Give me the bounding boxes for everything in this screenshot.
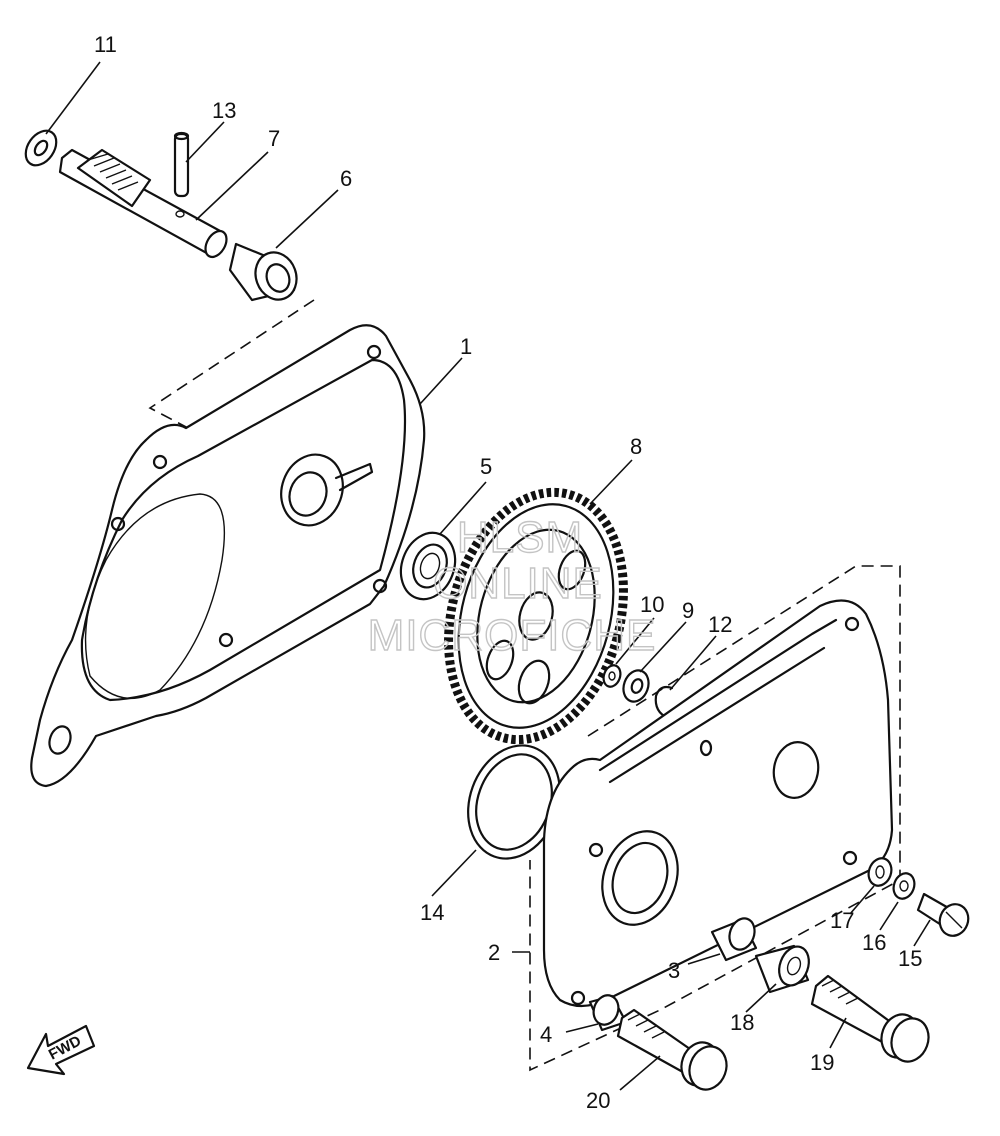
part-7-shaft [58, 148, 228, 259]
watermark-line-3: MICROFICHE [368, 611, 657, 660]
part-13-pin [173, 131, 190, 198]
callout-13: 13 [212, 98, 236, 123]
callout-17: 17 [830, 908, 854, 933]
part-9-washer [622, 669, 650, 703]
callout-19: 19 [810, 1050, 834, 1075]
part-3-dowel [710, 917, 758, 962]
callout-5: 5 [480, 454, 492, 479]
part-17-washer [867, 857, 893, 887]
watermark-line-2: ONLINE [433, 559, 603, 608]
callout-6: 6 [340, 166, 352, 191]
callout-9: 9 [682, 598, 694, 623]
callout-15: 15 [898, 946, 922, 971]
part-20-bolt [616, 1008, 728, 1091]
callout-14: 14 [420, 900, 444, 925]
assembly-dash-line-upper [148, 299, 315, 429]
part-1-cover [30, 324, 426, 788]
part-6-bushing [228, 242, 298, 302]
part-18-collar [754, 944, 810, 994]
watermark: HLSM ONLINE MICROFICHE [367, 512, 657, 660]
callout-12: 12 [708, 612, 732, 637]
callout-2: 2 [488, 940, 500, 965]
callout-3: 3 [668, 958, 680, 983]
callout-1: 1 [460, 334, 472, 359]
part-11-washer [24, 129, 58, 167]
callout-4: 4 [540, 1022, 552, 1047]
callout-10: 10 [640, 592, 664, 617]
leader-lines [45, 61, 931, 1091]
callout-16: 16 [862, 930, 886, 955]
part-10-washer [602, 664, 622, 688]
part-19-bolt [810, 974, 930, 1063]
part-2-cover [542, 599, 894, 1008]
part-5-oil-seal [399, 531, 457, 601]
callout-8: 8 [630, 434, 642, 459]
part-8-gear [444, 487, 628, 745]
fwd-badge: FWD [26, 1024, 96, 1076]
callout-18: 18 [730, 1010, 754, 1035]
callout-7: 7 [268, 126, 280, 151]
arrow-down-left-icon [26, 1024, 96, 1076]
part-16-washer [892, 872, 916, 900]
callout-11: 11 [94, 32, 117, 57]
callout-20: 20 [586, 1088, 610, 1113]
part-15-screw [916, 892, 970, 937]
callout-labels: 11 13 7 6 1 5 8 10 9 12 14 2 3 4 18 19 2… [94, 32, 922, 1113]
watermark-line-1: HLSM [457, 513, 583, 562]
